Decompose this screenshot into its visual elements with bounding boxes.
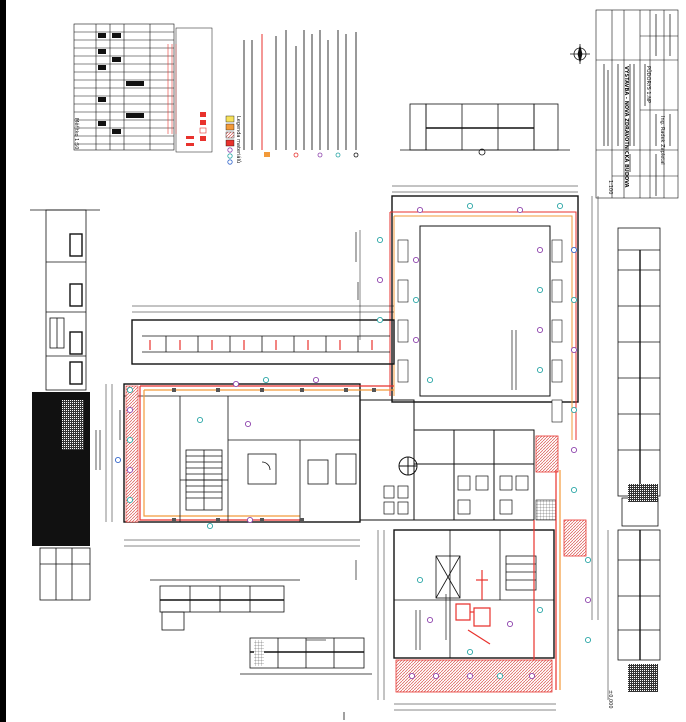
grid-markers: [114, 202, 592, 680]
legend-text-rows: [98, 33, 144, 134]
right-hatch-zone: [535, 435, 559, 473]
left-wing-dimensions: [105, 305, 394, 547]
legend-description-lines: [243, 30, 357, 150]
bottom-dimensions: [377, 530, 609, 711]
legend-table: [73, 23, 175, 151]
elevation-top-right: [400, 103, 570, 156]
material-legend: [167, 27, 213, 153]
sheet-border-left: [0, 0, 6, 722]
left-hatch-strip: [125, 385, 139, 523]
right-wing-trace: [389, 211, 577, 440]
title-company: Ing. Radek Zapletal: [659, 116, 665, 165]
elevation-right-base: [628, 664, 658, 692]
bottom-red-symbols: [455, 570, 491, 645]
legend-title: Legenda materiálů: [235, 116, 241, 164]
left-wing-windows: [142, 335, 390, 353]
scale-label: Měřítko 1:50: [73, 118, 79, 150]
left-wing-red-marks: [149, 340, 373, 350]
bottom-level-mark: ±0,000: [607, 690, 613, 709]
right-wing-dimensions: [359, 185, 599, 620]
left-wing-rooms: [179, 396, 360, 522]
right-wing-windows: [397, 239, 563, 423]
left-wing-trace: [139, 385, 394, 521]
bottom-hatch-strip: [395, 659, 553, 693]
left-wing-walls: [123, 319, 395, 523]
right-wing-walls: [391, 195, 579, 403]
toilet-stalls: [383, 475, 529, 515]
bottom-trace: [533, 470, 561, 690]
column-ticks: [172, 388, 376, 522]
bottom-block: [393, 529, 555, 659]
title-drawing-name: PŮDORYS 1.NP: [645, 66, 651, 103]
title-block: [595, 9, 679, 199]
detail-elevation-2: [240, 637, 372, 675]
legend-markers-column: [264, 152, 359, 158]
title-project: VÝSTAVBA - NOVÁ ZDRAVOTNICKÁ BUDOVA: [623, 66, 629, 188]
central-block: [359, 399, 535, 521]
title-scale: 1:100: [607, 180, 613, 195]
elevator-shafts: [435, 555, 537, 599]
elevation-left-lower: [39, 547, 91, 601]
title-block-text-lines: [603, 14, 671, 196]
legend-swatches-column: [225, 115, 235, 165]
elevation-left: [30, 209, 100, 391]
elevation-right: [617, 227, 661, 661]
north-arrow: [570, 44, 590, 64]
annotation-text: [95, 232, 517, 650]
detail-elevation-1: [150, 579, 300, 631]
